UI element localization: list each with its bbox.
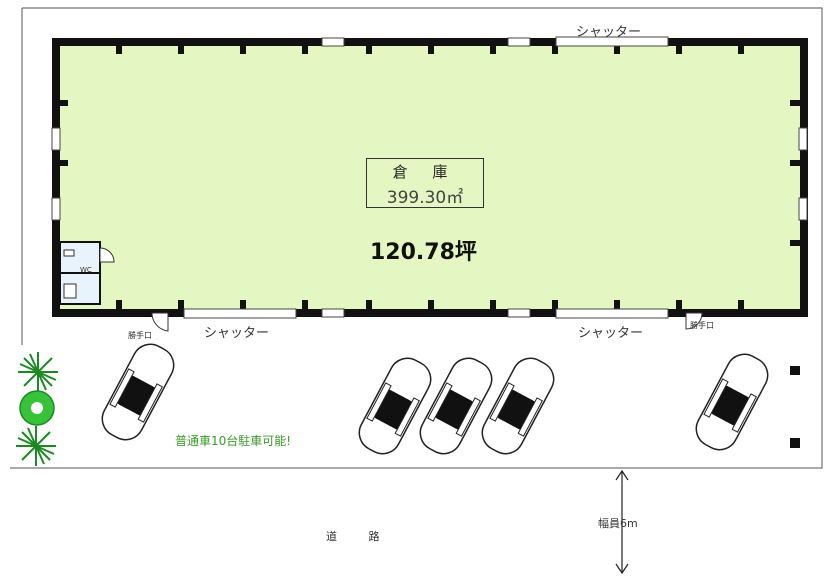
road-width-arrow — [615, 469, 629, 575]
marker — [790, 438, 800, 448]
warehouse-name: 倉 庫 — [392, 163, 458, 181]
toilet-label: WC — [80, 266, 92, 274]
door-swing-left — [151, 312, 169, 332]
warehouse-tsubo: 120.78坪 — [370, 240, 477, 265]
car — [419, 357, 493, 455]
shrubs — [16, 352, 58, 466]
door-label-right: 勝手口 — [690, 321, 714, 330]
parking-note: 普通車10台駐車可能! — [175, 434, 292, 448]
toilet-room — [59, 241, 115, 305]
warehouse-area: 399.30㎡ — [386, 188, 464, 208]
car — [358, 357, 432, 455]
warehouse-floor — [52, 38, 808, 317]
shutter-openings — [183, 36, 669, 319]
warehouse-label-box: 倉 庫 399.30㎡ — [366, 158, 484, 208]
wall-columns — [58, 44, 800, 310]
car — [101, 343, 175, 441]
shutter-label-bottom-right: シャッター — [578, 326, 644, 341]
road-width-label: 幅員6m — [598, 517, 638, 530]
car — [481, 357, 555, 455]
door-swing-right — [685, 312, 703, 330]
car — [695, 353, 769, 451]
marker — [790, 366, 800, 375]
shutter-label-top: シャッター — [576, 25, 642, 40]
parked-cars — [101, 343, 769, 455]
road-label: 道 路 — [326, 530, 394, 543]
round-tree — [19, 390, 55, 426]
site-boundary — [10, 7, 823, 469]
shutter-label-bottom-left: シャッター — [204, 326, 270, 341]
door-label-left: 勝手口 — [128, 331, 152, 340]
wall-windows — [51, 37, 808, 318]
